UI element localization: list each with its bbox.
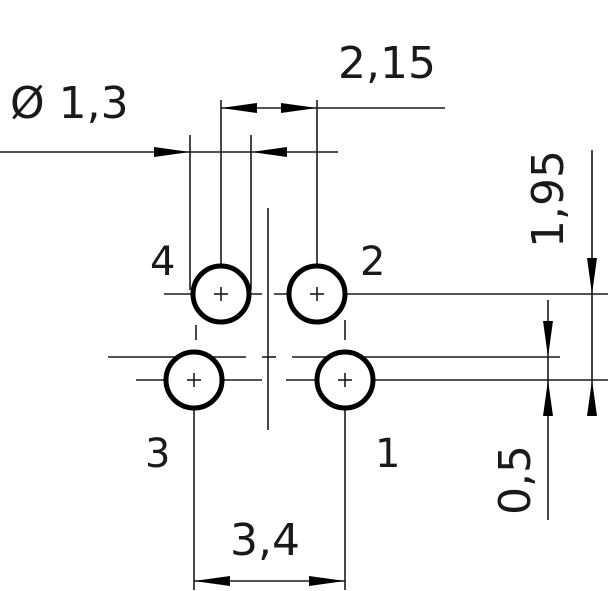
pin-number-2: 2 bbox=[360, 239, 385, 285]
horizontal-offset-dimension bbox=[220, 100, 445, 265]
vertical-offset-dimension-label: 1,95 bbox=[523, 150, 574, 248]
diameter-dimension-label: Ø 1,3 bbox=[10, 78, 129, 129]
overall-width-dimension bbox=[193, 410, 346, 590]
diameter-dimension bbox=[0, 135, 338, 290]
pin-3 bbox=[163, 349, 225, 411]
overall-width-dimension-label: 3,4 bbox=[230, 515, 300, 566]
pin-4 bbox=[190, 263, 252, 325]
pin-2 bbox=[286, 263, 348, 325]
pin-number-3: 3 bbox=[145, 431, 170, 477]
row-spacing-dimension-label: 0,5 bbox=[490, 445, 541, 515]
pin-number-1: 1 bbox=[375, 431, 400, 477]
pin-number-4: 4 bbox=[150, 239, 175, 285]
horizontal-offset-dimension-label: 2,15 bbox=[338, 38, 436, 89]
vertical-offset-dimension bbox=[375, 150, 608, 416]
pin-1 bbox=[314, 349, 376, 411]
